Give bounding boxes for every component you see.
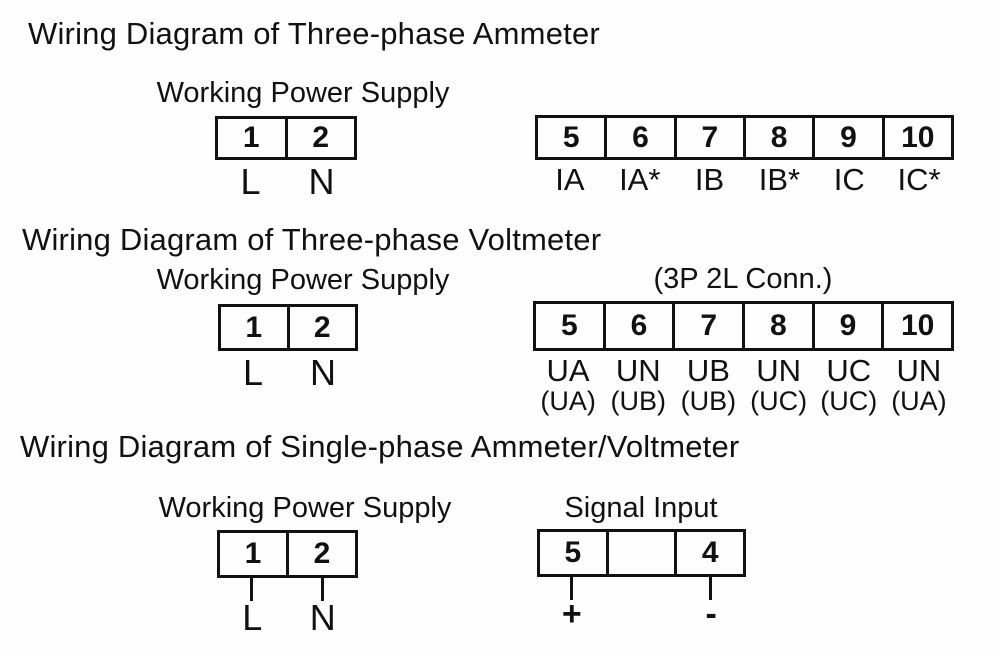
pin-label-minus: - bbox=[705, 595, 717, 633]
current-pin-row: IA IA* IB IB* IC IC* bbox=[535, 162, 954, 198]
terminal-2: 2 bbox=[284, 119, 355, 157]
terminal-block-power: 1 2 bbox=[218, 304, 358, 351]
terminal-10: 10 bbox=[881, 304, 951, 348]
lead-wire-L bbox=[250, 578, 253, 601]
pin-label-N: N bbox=[309, 597, 336, 638]
voltage-pin-row: UA UN UB UN UC UN bbox=[533, 353, 954, 389]
pin-label-empty bbox=[607, 595, 677, 634]
terminal-block-power: 1 2 bbox=[217, 530, 358, 578]
lead-wire-minus bbox=[709, 577, 712, 600]
terminal-7: 7 bbox=[673, 118, 743, 157]
signal-input-label: Signal Input bbox=[564, 492, 718, 524]
pin-label-L: L bbox=[242, 352, 264, 393]
pin-label-L: L bbox=[240, 161, 261, 202]
terminal-block-signal-input: 5 4 bbox=[537, 529, 746, 577]
terminal-8: 8 bbox=[742, 118, 812, 157]
power-supply-label: Working Power Supply bbox=[156, 264, 450, 296]
pin-label-UB: UB bbox=[686, 353, 730, 388]
terminal-5: 5 bbox=[562, 120, 580, 154]
pin-label-plus: + bbox=[561, 595, 582, 633]
power-supply-label: Working Power Supply bbox=[158, 492, 452, 524]
terminal-4: 4 bbox=[674, 532, 743, 574]
pin-label-UC: UC bbox=[826, 353, 872, 388]
terminal-9: 9 bbox=[812, 118, 881, 157]
terminal-2: 2 bbox=[286, 533, 355, 575]
terminal-5: 5 bbox=[564, 536, 582, 569]
pin-label-UN: UN bbox=[896, 353, 942, 388]
pin-label-N: N bbox=[308, 161, 335, 202]
power-pin-row: L N bbox=[215, 161, 357, 203]
pin-label-IB: IB bbox=[694, 162, 725, 197]
connection-type-label: (3P 2L Conn.) bbox=[653, 263, 833, 295]
alt-pin-label-UA: (UA) bbox=[891, 386, 947, 416]
terminal-1: 1 bbox=[242, 121, 260, 154]
terminal-7: 7 bbox=[672, 304, 742, 348]
pin-label-L: L bbox=[242, 597, 263, 638]
terminal-2: 2 bbox=[286, 307, 356, 348]
terminal-6: 6 bbox=[604, 118, 673, 157]
terminal-block-power: 1 2 bbox=[215, 116, 357, 160]
section-title-single-phase: Wiring Diagram of Single-phase Ammeter/V… bbox=[20, 429, 740, 464]
alt-pin-label-UB: (UB) bbox=[680, 386, 737, 416]
terminal-10: 10 bbox=[881, 118, 951, 157]
pin-label-N: N bbox=[310, 352, 336, 393]
pin-label-IB-star: IB* bbox=[758, 162, 801, 197]
terminal-block-current-inputs: 5 6 7 8 9 10 bbox=[535, 115, 954, 160]
pin-label-UN: UN bbox=[756, 353, 801, 388]
terminal-9: 9 bbox=[811, 304, 882, 348]
power-pin-row: L N bbox=[218, 352, 358, 394]
power-pin-row: L N bbox=[217, 597, 358, 639]
terminal-6: 6 bbox=[602, 304, 673, 348]
pin-label-IC: IC bbox=[833, 162, 865, 197]
pin-label-UA: UA bbox=[546, 353, 590, 388]
lead-wire-N bbox=[321, 578, 324, 601]
terminal-empty bbox=[605, 532, 675, 574]
voltage-alt-pin-row: (UA) (UB) (UB) (UC) (UC) (UA) bbox=[533, 386, 954, 417]
power-supply-label: Working Power Supply bbox=[156, 77, 450, 109]
lead-wire-plus bbox=[570, 577, 573, 600]
alt-pin-label-UB: (UB) bbox=[610, 386, 667, 416]
terminal-1: 1 bbox=[244, 537, 262, 570]
alt-pin-label-UA: (UA) bbox=[540, 386, 596, 416]
terminal-block-voltage-inputs: 5 6 7 8 9 10 bbox=[533, 301, 954, 351]
section-title-three-phase-ammeter: Wiring Diagram of Three-phase Ammeter bbox=[28, 16, 600, 51]
terminal-5: 5 bbox=[560, 309, 578, 342]
pin-label-IC-star: IC* bbox=[897, 162, 941, 197]
pin-label-UN: UN bbox=[615, 353, 661, 388]
terminal-8: 8 bbox=[742, 304, 812, 348]
pin-label-IA-star: IA* bbox=[619, 162, 661, 197]
section-title-three-phase-voltmeter: Wiring Diagram of Three-phase Voltmeter bbox=[22, 222, 602, 257]
alt-pin-label-UC: (UC) bbox=[750, 386, 808, 416]
pin-label-IA: IA bbox=[555, 162, 585, 197]
alt-pin-label-UC: (UC) bbox=[820, 386, 878, 416]
signal-pin-row: + - bbox=[537, 595, 746, 634]
terminal-1: 1 bbox=[245, 310, 263, 344]
